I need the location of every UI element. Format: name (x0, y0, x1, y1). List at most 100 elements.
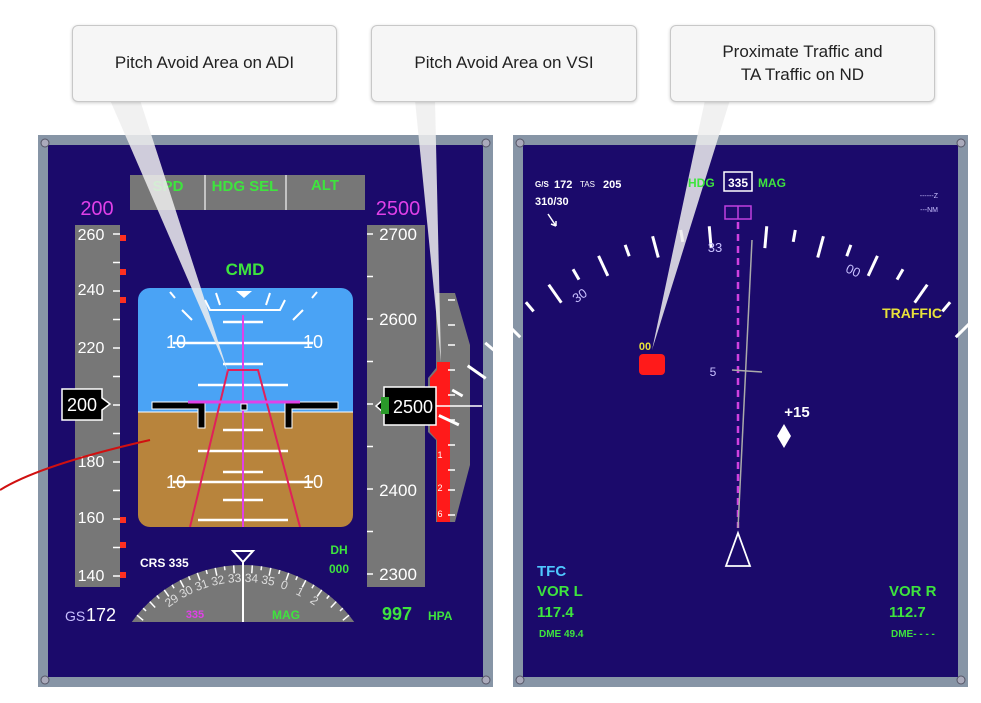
ground-speed: 172 (554, 179, 572, 191)
dh-label: DH (330, 543, 347, 557)
heading-readout: 335 (728, 176, 748, 190)
heading-label: 35 (260, 572, 276, 588)
baro-setting: 997 (382, 604, 412, 624)
wind-readout: 310/30 (535, 196, 569, 208)
heading-tick (232, 565, 235, 574)
callout-pointers (110, 100, 730, 372)
true-airspeed: 205 (603, 179, 621, 191)
heading-box (723, 171, 753, 192)
fma-roll-mode: HDG SEL (212, 178, 279, 195)
range-readout: ---NM (920, 207, 938, 214)
speed-label: 240 (78, 282, 105, 299)
heading-tick (268, 567, 272, 576)
heading-tick (205, 569, 208, 575)
baro-unit: HPA (428, 609, 453, 623)
altitude-label: 2400 (379, 481, 417, 500)
vsi-label: 1 (437, 450, 442, 460)
compass-tick (438, 414, 460, 427)
heading-tick (285, 572, 290, 581)
compass-tick (623, 244, 631, 257)
callout-text: Pitch Avoid Area on ADI (114, 53, 295, 73)
speed-readout: 200 (61, 388, 112, 421)
heading-tick (171, 584, 175, 589)
speed-label: 160 (78, 510, 105, 527)
vor-l-label: VOR L (537, 583, 583, 600)
bezel-screw-icon (515, 138, 966, 685)
compass-tick (466, 364, 487, 380)
compass-tick (503, 320, 522, 339)
compass-tick (547, 283, 563, 304)
arc-label: 30 (569, 285, 589, 306)
selected-course: CRS 335 (140, 556, 189, 570)
callout-text: Pitch Avoid Area on VSI (414, 53, 594, 73)
altitude-label: 2600 (379, 310, 417, 329)
range-mark (731, 369, 763, 373)
heading-tick (311, 584, 315, 589)
selected-speed: 200 (80, 198, 113, 220)
heading-tick (142, 607, 147, 612)
heading-tick (260, 566, 263, 571)
nd-screen (523, 145, 958, 677)
tfc-indicator: TFC (537, 563, 566, 580)
heading-tick (136, 614, 144, 621)
compass-tick (707, 226, 713, 249)
heading-label: 33 (227, 571, 242, 586)
altitude-label: 2300 (379, 565, 417, 584)
heading-reference: MAG (758, 176, 786, 190)
heading-tick (301, 579, 307, 588)
heading-tick (196, 572, 201, 581)
pitch-label: 10 (166, 472, 186, 492)
speed-label: 180 (78, 454, 105, 471)
altitude-label: 2700 (379, 225, 417, 244)
heading-tick (251, 565, 254, 574)
attitude-indicator (138, 288, 353, 527)
speed-limit-marker (120, 572, 126, 578)
pitch-label: 10 (303, 472, 323, 492)
heading-tick (223, 566, 226, 571)
callout-traffic-nd: Proximate Traffic and TA Traffic on ND (670, 25, 935, 102)
compass-tick (597, 255, 610, 277)
wind-arrow-icon (547, 213, 557, 227)
compass-tick (524, 301, 535, 313)
heading-tick (187, 575, 191, 581)
callout-pointer (652, 100, 730, 350)
own-aircraft-icon (724, 530, 752, 567)
compass-arc (438, 226, 981, 427)
altitude-tape-ticks (367, 233, 373, 575)
heading-tick (342, 614, 350, 621)
intruder-relative-altitude: 00 (639, 341, 651, 353)
callout-pitch-avoid-adi: Pitch Avoid Area on ADI (72, 25, 337, 102)
heading-label: 34 (244, 571, 259, 586)
nd-display: G/S 172 TAS 205 310/30 335 MAG ------Z -… (438, 135, 981, 687)
svg-text:2500: 2500 (393, 397, 433, 417)
gs-label: G/S (535, 180, 549, 189)
heading-tick (330, 601, 337, 609)
heading-tick (339, 607, 344, 612)
speed-limit-marker (120, 235, 126, 241)
heading-tick (163, 589, 170, 597)
vor-r-label: VOR R (889, 583, 937, 600)
traffic-alert: TRAFFIC (882, 305, 942, 321)
vor-l-frequency: 117.4 (537, 604, 574, 621)
bank-pointer-icon (236, 291, 252, 298)
heading-tick (179, 579, 185, 588)
bezel-screw-icon (40, 138, 491, 685)
range-mark-label: 5 (710, 365, 717, 379)
vsi-label: 6 (437, 509, 442, 519)
vsi-label: 2 (437, 483, 442, 493)
compass-tick (791, 229, 797, 243)
proximate-traffic-icon (777, 424, 791, 448)
callout-pointer (110, 100, 228, 372)
svg-text:200: 200 (67, 395, 97, 415)
speed-label: 220 (78, 340, 105, 357)
heading-tick (214, 567, 218, 576)
heading-tick (278, 569, 281, 575)
compass-tick (816, 235, 825, 258)
bank-scale (169, 291, 318, 321)
arc-label: 33 (708, 240, 722, 255)
gs-label: GS (65, 608, 85, 624)
vor-l-dme: DME 49.4 (539, 629, 584, 640)
selected-heading-bug-icon (724, 205, 752, 220)
